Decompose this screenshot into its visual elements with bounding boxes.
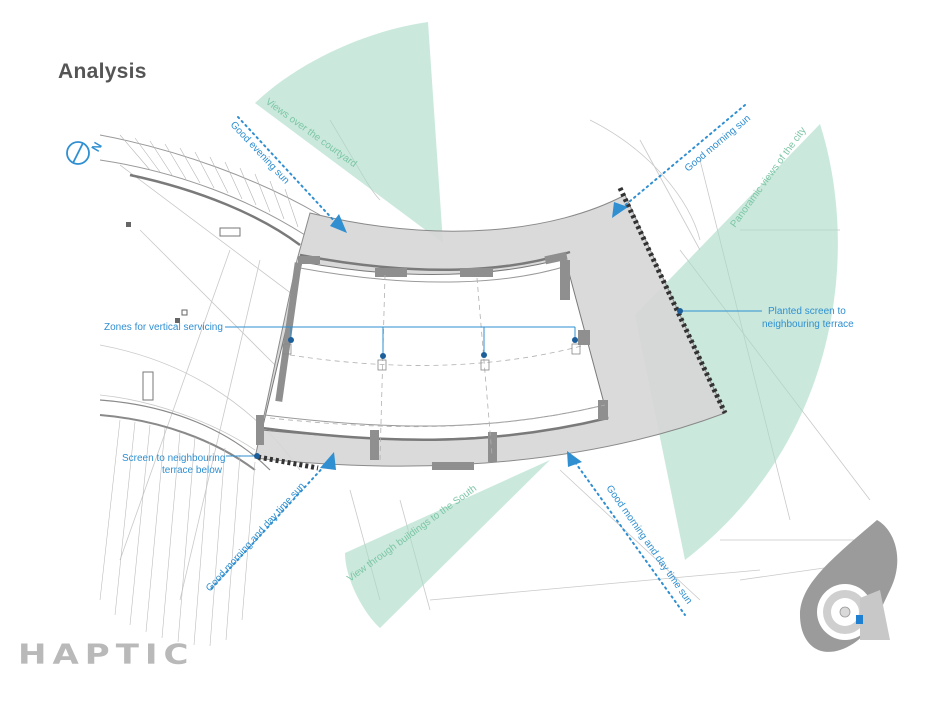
- arrow-lower-left: [320, 452, 336, 470]
- label-good-morning-sun: Good morning sun: [683, 113, 753, 174]
- morning-day-sun-left-line: [209, 461, 329, 591]
- building-paving: [254, 194, 726, 467]
- arrow-morning: [612, 202, 628, 218]
- lower-terrace-hatch: [99, 399, 271, 647]
- upper-walkway: [99, 134, 321, 247]
- morning-day-sun-right-line: [571, 457, 686, 616]
- label-planted-screen-2: neighbouring terrace: [762, 319, 854, 330]
- view-cone-panoramic: [635, 124, 838, 560]
- interior-grid: [269, 274, 606, 461]
- screens: [257, 186, 728, 471]
- north-label: N: [88, 140, 104, 155]
- servicing-boxes: [282, 343, 581, 371]
- key-plan-icon: [800, 520, 898, 652]
- view-cone-south: [345, 460, 550, 628]
- north-arrow-icon: [66, 141, 90, 165]
- wall-blocks: [256, 251, 608, 470]
- evening-sun-line: [237, 116, 339, 226]
- arrow-evening: [330, 214, 347, 233]
- lower-screen: [257, 454, 319, 471]
- label-good-evening-sun: Good evening sun: [228, 120, 291, 187]
- planted-screen: [617, 186, 728, 415]
- sun-arrows: [320, 202, 628, 470]
- brand-logo: HAPTIC: [18, 638, 195, 671]
- morning-sun-line: [616, 104, 746, 213]
- servicing-points: [254, 308, 683, 459]
- view-cone-courtyard: [255, 22, 443, 243]
- label-screen-terrace-2: terrace below: [162, 465, 223, 476]
- label-morning-day-left: Good morning and day time sun: [204, 481, 307, 594]
- label-screen-terrace-1: Screen to neighbouring: [122, 453, 225, 464]
- label-zones-vertical: Zones for vertical servicing: [104, 322, 223, 333]
- sun-lines: [209, 104, 746, 616]
- label-planted-screen-1: Planted screen to: [768, 306, 846, 317]
- page-title: Analysis: [58, 60, 147, 83]
- arrow-lower-right: [567, 451, 582, 467]
- site-features: [126, 222, 241, 401]
- view-cones: [255, 22, 838, 628]
